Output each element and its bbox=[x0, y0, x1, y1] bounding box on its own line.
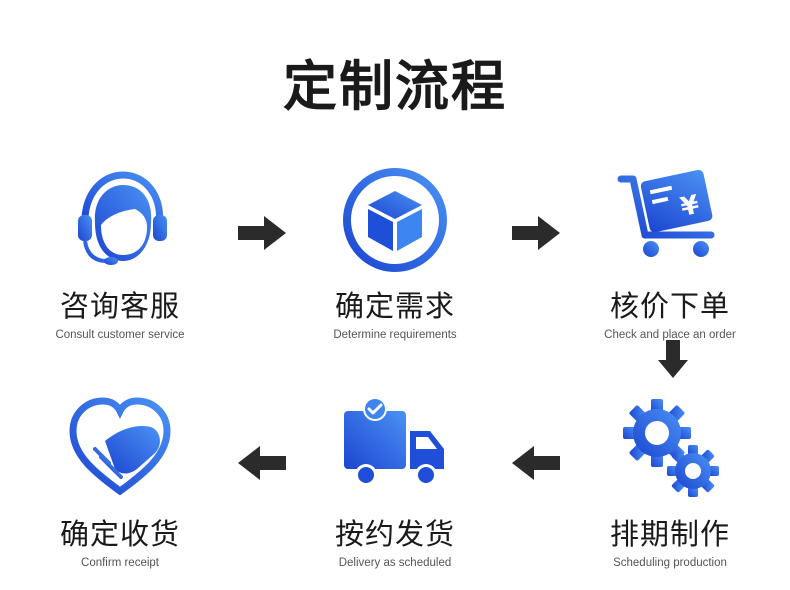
svg-text:¥: ¥ bbox=[678, 190, 702, 223]
step-subtitle: Delivery as scheduled bbox=[338, 557, 452, 569]
cart-yuan-icon: ¥ bbox=[617, 169, 715, 257]
arrow-left-icon bbox=[238, 446, 286, 480]
step-subtitle: Consult customer service bbox=[55, 329, 185, 341]
arrow-right-icon bbox=[238, 216, 286, 250]
step-delivery: 按约发货 Delivery as scheduled bbox=[275, 393, 515, 569]
step-production: 排期制作 Scheduling production bbox=[550, 393, 790, 569]
arrow-down-icon bbox=[658, 340, 688, 378]
step-title: 按约发货 bbox=[334, 517, 455, 551]
step-subtitle: Confirm receipt bbox=[81, 557, 159, 569]
step-title: 咨询客服 bbox=[59, 289, 180, 323]
handshake-icon bbox=[69, 397, 171, 496]
page-title: 定制流程 bbox=[283, 55, 507, 118]
step-subtitle: Determine requirements bbox=[333, 329, 457, 341]
step-title: 排期制作 bbox=[609, 517, 730, 551]
step-determine: 确定需求 Determine requirements bbox=[275, 165, 515, 341]
step-consult: 咨询客服 Consult customer service bbox=[0, 165, 240, 341]
step-title: 确定收货 bbox=[59, 517, 180, 551]
box-icon bbox=[343, 168, 447, 272]
arrow-right-icon bbox=[512, 216, 560, 250]
headset-support-icon bbox=[78, 171, 167, 265]
step-receipt: 确定收货 Confirm receipt bbox=[0, 393, 240, 569]
truck-icon bbox=[344, 397, 444, 486]
arrow-left-icon bbox=[512, 446, 560, 480]
gears-icon bbox=[623, 399, 719, 497]
step-order: ¥ 核价下单 Check and place an order bbox=[550, 165, 790, 341]
step-subtitle: Scheduling production bbox=[613, 557, 727, 569]
step-subtitle: Check and place an order bbox=[604, 329, 736, 341]
step-title: 核价下单 bbox=[609, 289, 730, 323]
step-title: 确定需求 bbox=[334, 289, 455, 323]
